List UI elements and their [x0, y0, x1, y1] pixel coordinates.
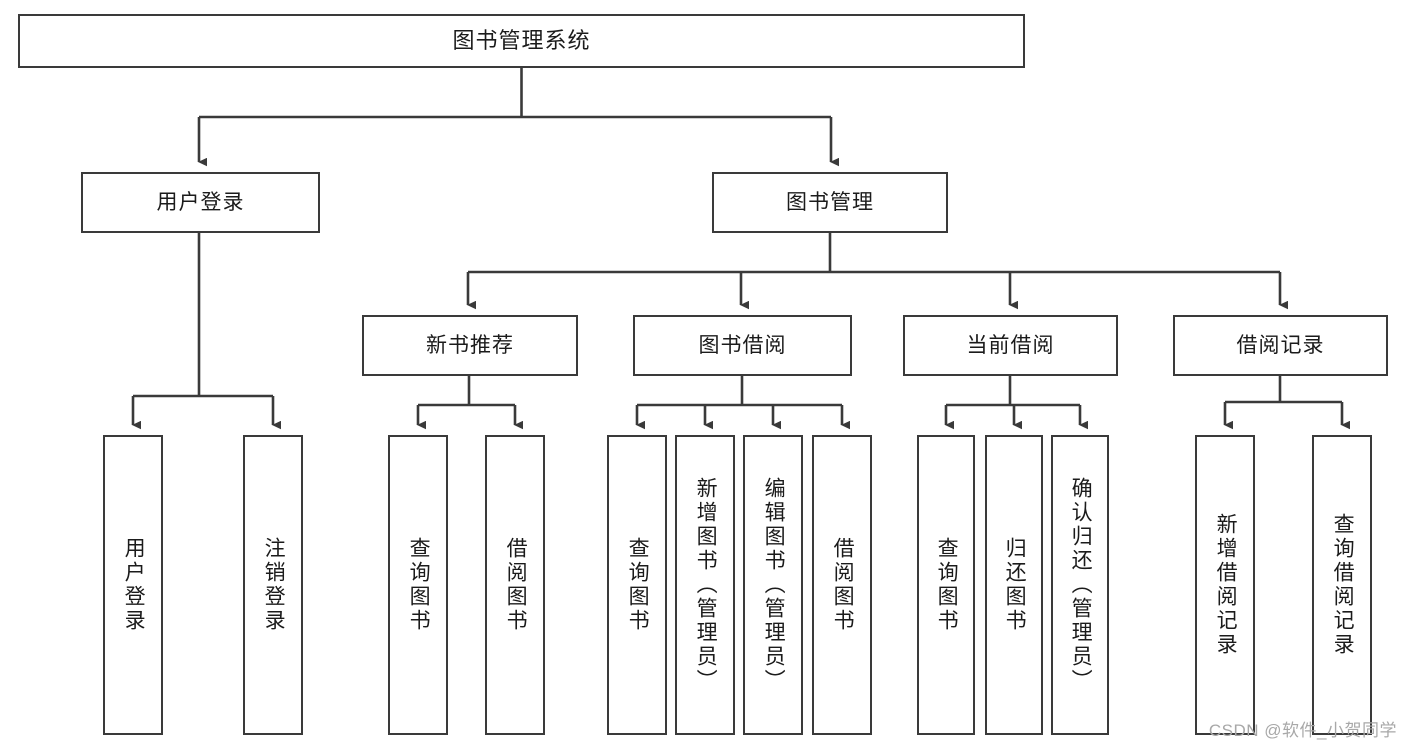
node-system-title[interactable]: 图书管理系统	[18, 14, 1025, 68]
node-leaf-confirm-return[interactable]: 确认归还（管理员）	[1051, 435, 1109, 735]
node-label: 查询借阅记录	[1331, 513, 1355, 657]
node-label: 借阅图书	[831, 537, 855, 633]
node-leaf-add-book[interactable]: 新增图书（管理员）	[675, 435, 735, 735]
node-label: 新增借阅记录	[1214, 513, 1238, 657]
node-leaf-borrow-book-2[interactable]: 借阅图书	[812, 435, 872, 735]
node-current-borrow[interactable]: 当前借阅	[903, 315, 1118, 376]
node-label: 当前借阅	[966, 333, 1055, 357]
node-leaf-borrow-book-1[interactable]: 借阅图书	[485, 435, 545, 735]
node-label: 查询图书	[626, 537, 650, 633]
node-leaf-user-login[interactable]: 用户登录	[103, 435, 163, 735]
node-leaf-query-book-1[interactable]: 查询图书	[388, 435, 448, 735]
node-leaf-query-book-2[interactable]: 查询图书	[607, 435, 667, 735]
node-leaf-query-record[interactable]: 查询借阅记录	[1312, 435, 1372, 735]
node-label: 借阅图书	[504, 537, 528, 633]
node-label: 新书推荐	[426, 333, 514, 357]
node-label: 新增图书（管理员）	[694, 477, 718, 693]
node-label: 查询图书	[407, 537, 431, 633]
node-book-management[interactable]: 图书管理	[712, 172, 948, 233]
node-leaf-add-record[interactable]: 新增借阅记录	[1195, 435, 1255, 735]
node-user-login[interactable]: 用户登录	[81, 172, 320, 233]
node-new-book-recommend[interactable]: 新书推荐	[362, 315, 578, 376]
node-label: 编辑图书（管理员）	[762, 477, 786, 693]
node-label: 查询图书	[935, 537, 959, 633]
watermark-text: CSDN @软件_小贺同学	[1208, 721, 1397, 740]
node-leaf-edit-book[interactable]: 编辑图书（管理员）	[743, 435, 803, 735]
node-label: 图书管理	[786, 190, 874, 214]
node-leaf-query-book-3[interactable]: 查询图书	[917, 435, 975, 735]
node-label: 图书借阅	[698, 333, 787, 357]
node-label: 确认归还（管理员）	[1069, 477, 1093, 693]
node-book-borrow[interactable]: 图书借阅	[633, 315, 852, 376]
node-leaf-return-book[interactable]: 归还图书	[985, 435, 1043, 735]
node-label: 用户登录	[122, 537, 146, 633]
node-leaf-logout[interactable]: 注销登录	[243, 435, 303, 735]
node-borrow-record[interactable]: 借阅记录	[1173, 315, 1388, 376]
node-label: 归还图书	[1003, 537, 1027, 633]
node-label: 图书管理系统	[452, 27, 591, 53]
node-label: 用户登录	[156, 190, 245, 214]
node-label: 借阅记录	[1236, 333, 1325, 357]
node-label: 注销登录	[262, 537, 286, 633]
